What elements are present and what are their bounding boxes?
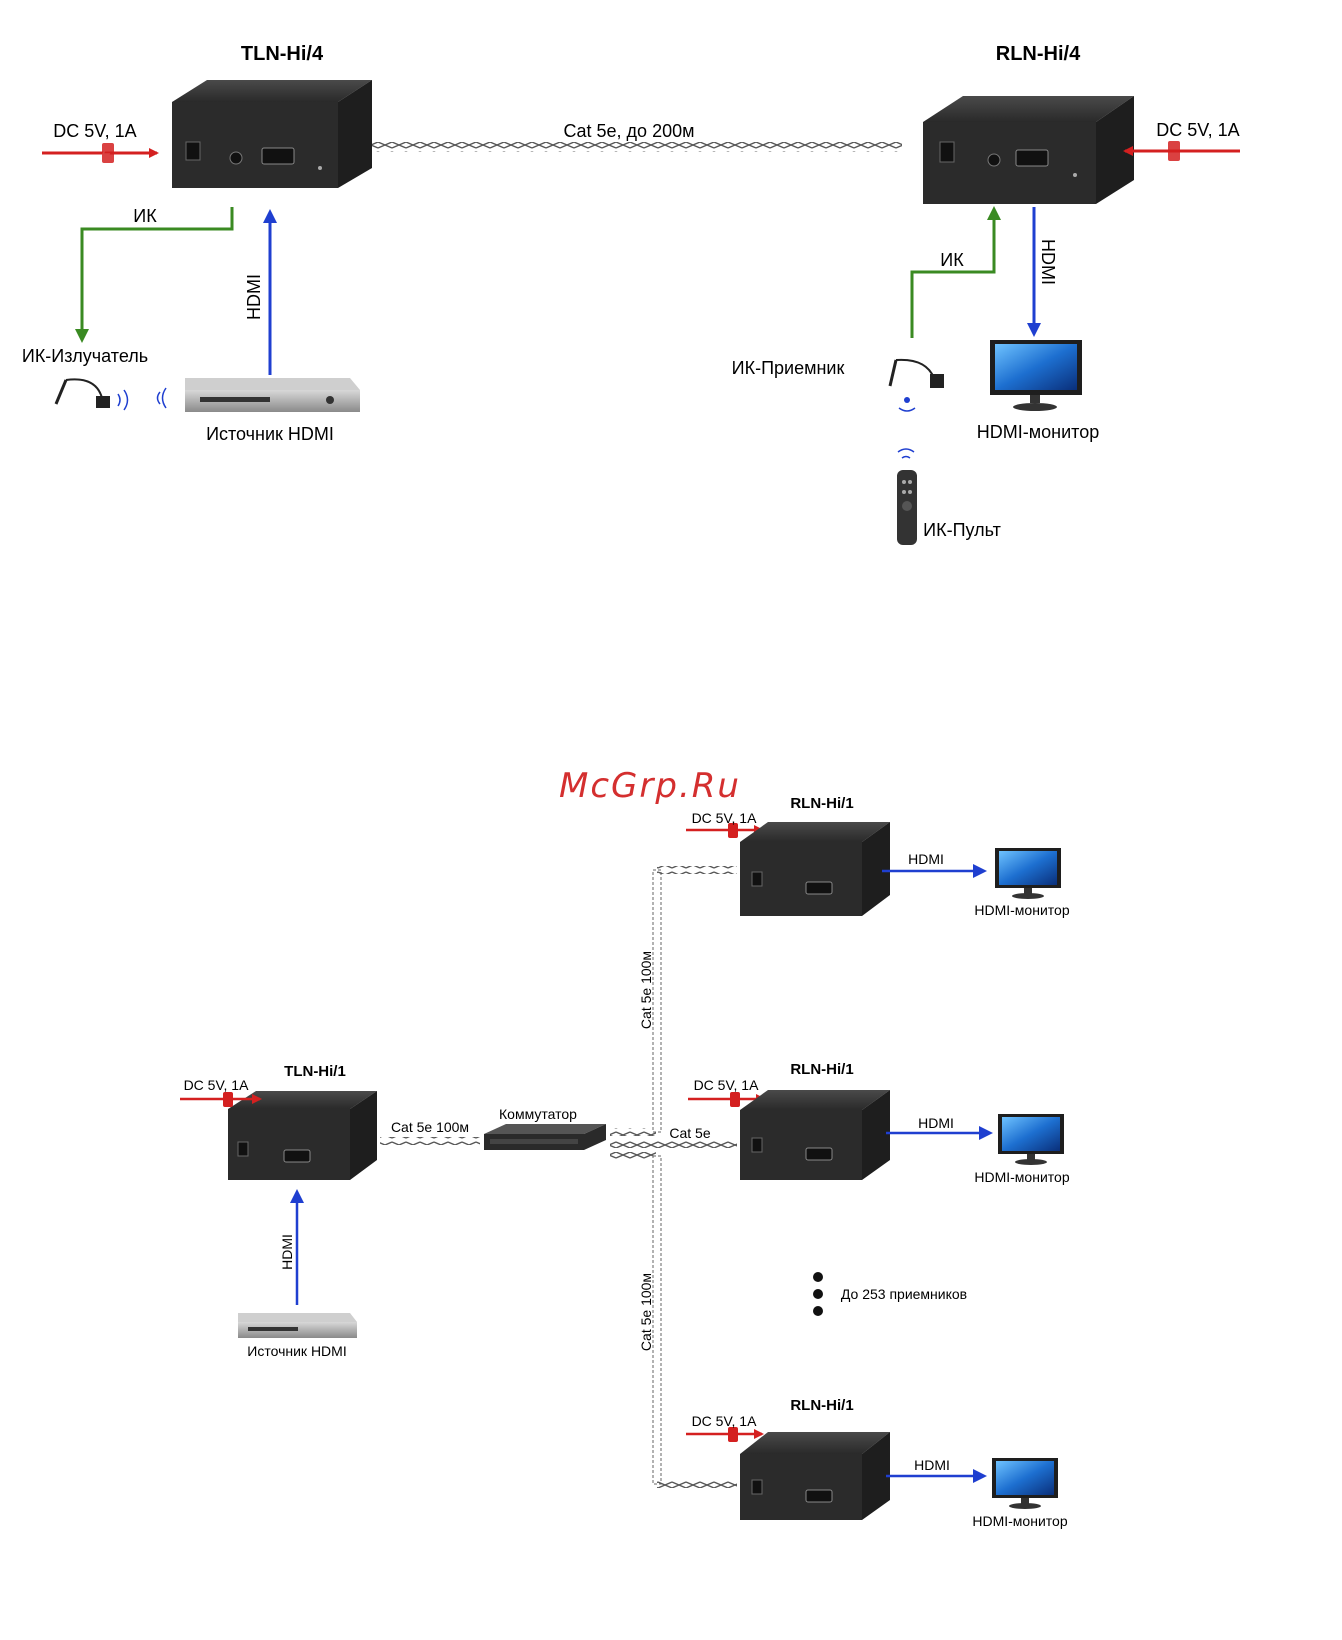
hdmi-monitor-icon bbox=[992, 1458, 1058, 1509]
cat5e-cable bbox=[372, 142, 902, 152]
ir-receiver-icon bbox=[888, 358, 944, 412]
ir-remote-icon bbox=[897, 448, 917, 545]
hdmi-source-label: Источник HDMI bbox=[206, 424, 334, 444]
receiver-1: RLN-Hi/1 DC 5V, 1A HDMI HDMI-монитор bbox=[686, 795, 1070, 918]
hdmi-monitor-label: HDMI-монитор bbox=[974, 1169, 1069, 1185]
hdmi-monitor-label: HDMI-монитор bbox=[977, 422, 1099, 442]
ir-label-left: ИК bbox=[133, 206, 157, 226]
hdmi-label-left: HDMI bbox=[244, 274, 264, 320]
more-receivers-dots bbox=[813, 1272, 823, 1316]
cable-mid-label: Cat 5e bbox=[669, 1125, 710, 1141]
watermark: McGrp.Ru bbox=[559, 766, 741, 806]
hdmi-monitor-icon bbox=[995, 848, 1061, 899]
power-label-right: DC 5V, 1A bbox=[1156, 120, 1239, 140]
receiver-device bbox=[740, 1432, 890, 1520]
cable-down-label: Cat 5e 100м bbox=[638, 1273, 654, 1351]
cable-down-vertical bbox=[652, 1155, 662, 1485]
hdmi-label: HDMI bbox=[279, 1234, 295, 1270]
receiver-device bbox=[923, 96, 1134, 204]
power-label: DC 5V, 1A bbox=[694, 1077, 760, 1093]
max-receivers-label: До 253 приемников bbox=[841, 1286, 967, 1302]
power-icon bbox=[102, 143, 114, 163]
power-label-left: DC 5V, 1A bbox=[53, 121, 136, 141]
receiver-title: RLN-Hi/1 bbox=[790, 795, 853, 812]
hdmi-monitor-label: HDMI-монитор bbox=[974, 902, 1069, 918]
ir-remote-label: ИК-Пульт bbox=[923, 520, 1001, 540]
receiver-title: RLN-Hi/1 bbox=[790, 1061, 853, 1078]
power-icon bbox=[1168, 141, 1180, 161]
ir-label-right: ИК bbox=[940, 250, 964, 270]
power-label: DC 5V, 1A bbox=[692, 810, 758, 826]
cable-up-branch bbox=[610, 1128, 656, 1136]
power-icon bbox=[728, 823, 738, 838]
power-icon bbox=[730, 1092, 740, 1107]
switch-label: Коммутатор bbox=[499, 1106, 577, 1122]
ir-emitter-label: ИК-Излучатель bbox=[22, 346, 148, 366]
power-label: DC 5V, 1A bbox=[184, 1077, 250, 1093]
hdmi-source-icon bbox=[238, 1313, 357, 1338]
hdmi-monitor-label: HDMI-монитор bbox=[972, 1513, 1067, 1529]
ir-receiver-label: ИК-Приемник bbox=[732, 358, 845, 378]
cable-down-branch bbox=[610, 1152, 656, 1160]
cable-up-label: Cat 5e 100м bbox=[638, 951, 654, 1029]
receiver-title: RLN-Hi/4 bbox=[996, 43, 1081, 65]
receiver-2: RLN-Hi/1 DC 5V, 1A HDMI HDMI-монитор bbox=[688, 1061, 1070, 1185]
ir-arrow-left bbox=[75, 207, 234, 343]
hdmi-label: HDMI bbox=[914, 1457, 950, 1473]
cable-label: Cat 5e, до 200м bbox=[564, 121, 695, 141]
receiver-title: RLN-Hi/1 bbox=[790, 1397, 853, 1414]
receiver-3: RLN-Hi/1 DC 5V, 1A HDMI HDMI-монитор bbox=[686, 1397, 1068, 1529]
hdmi-source-label: Источник HDMI bbox=[247, 1343, 346, 1359]
ir-emitter-icon bbox=[54, 378, 129, 411]
transmitter-title: TLN-Hi/4 bbox=[241, 43, 324, 65]
cable-up-vertical bbox=[652, 869, 662, 1133]
hdmi-label-right: HDMI bbox=[1038, 239, 1058, 285]
hdmi-label: HDMI bbox=[918, 1115, 954, 1131]
ir-arrow-right bbox=[910, 206, 1001, 338]
cable-down-bottom bbox=[657, 1480, 737, 1488]
power-label: DC 5V, 1A bbox=[692, 1413, 758, 1429]
hdmi-source-icon bbox=[156, 378, 360, 412]
hdmi-monitor-icon bbox=[998, 1114, 1064, 1165]
tx-cable-label: Cat 5e 100м bbox=[391, 1119, 469, 1135]
hdmi-label: HDMI bbox=[908, 851, 944, 867]
network-switch-icon bbox=[484, 1124, 606, 1150]
receiver-device bbox=[740, 1090, 890, 1180]
transmitter-device bbox=[172, 80, 372, 188]
cable-up-top bbox=[657, 866, 737, 874]
power-icon bbox=[223, 1092, 233, 1107]
hdmi-monitor-icon bbox=[990, 340, 1082, 411]
cat5e-cable bbox=[380, 1137, 480, 1145]
transmitter-title: TLN-Hi/1 bbox=[284, 1063, 346, 1080]
transmitter-device bbox=[228, 1091, 377, 1180]
receiver-device bbox=[740, 822, 890, 916]
cable-mid bbox=[610, 1140, 737, 1148]
power-icon bbox=[728, 1427, 738, 1442]
